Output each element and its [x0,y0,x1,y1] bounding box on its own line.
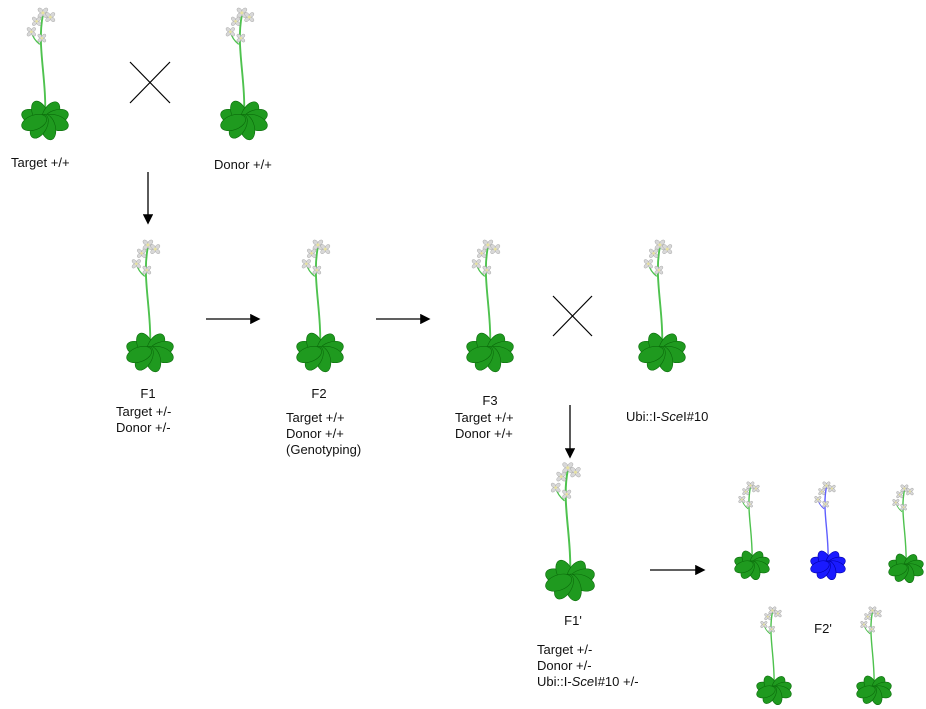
plant-f3 [466,239,514,373]
f1prime-genotype-ubi: Ubi::I-SceI#10 +/- [537,674,639,689]
f2-title: F2 [311,386,327,401]
f2-genotyping-note: (Genotyping) [286,442,362,457]
plant-donor-parent [220,7,268,141]
f1prime-title: F1' [564,613,582,628]
plant-f2prime-4 [756,606,792,706]
cross-symbol-1 [129,61,171,104]
f1prime-genotype-donor: Donor +/- [537,658,592,673]
f2-genotype-target: Target +/+ [286,410,345,425]
f3-genotype-target: Target +/+ [455,410,514,425]
f1-genotype-target: Target +/- [116,404,172,419]
f1prime-genotype-target: Target +/- [537,642,593,657]
f3-title: F3 [482,393,498,408]
plant-f2prime-5 [856,606,892,706]
f2prime-title: F2' [814,621,832,636]
donor-parent-label: Donor +/+ [214,157,272,172]
f3-genotype-donor: Donor +/+ [455,426,513,441]
plant-f1prime [545,462,595,602]
plant-f1 [126,239,174,373]
ubi-isce-label: Ubi::I-SceI#10 [626,409,709,424]
plant-ubi-isce [638,239,686,373]
plant-f2prime-2 [810,481,846,581]
f1-genotype-donor: Donor +/- [116,420,171,435]
plant-f2prime-1 [734,481,770,581]
f2-genotype-donor: Donor +/+ [286,426,344,441]
plant-target-parent [21,7,69,141]
f1-title: F1 [140,386,156,401]
target-parent-label: Target +/+ [11,155,70,170]
plant-f2 [296,239,344,373]
plant-f2prime-3 [888,484,924,584]
cross-symbol-2 [552,295,593,337]
